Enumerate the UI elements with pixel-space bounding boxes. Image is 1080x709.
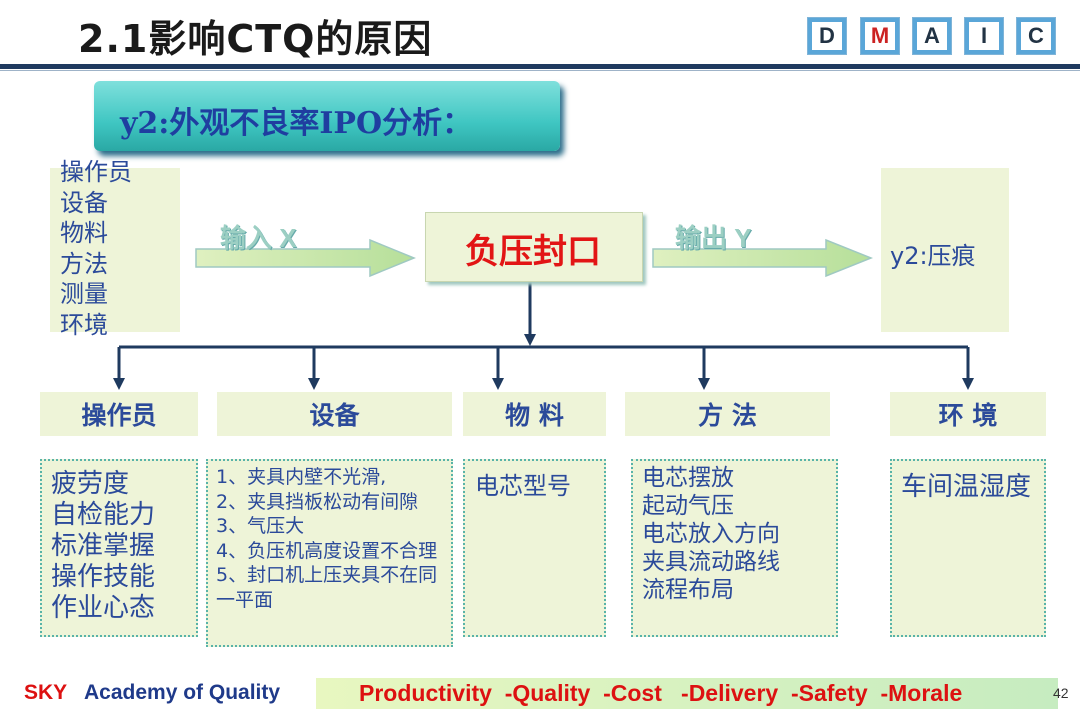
input-item: 测量 xyxy=(60,280,108,308)
detail-box-operator: 疲劳度 自检能力 标准掌握 操作技能 作业心态 xyxy=(40,459,198,637)
dmaic-c-box: C xyxy=(1016,17,1056,55)
input-item: 环境 xyxy=(60,310,108,339)
page-number: 42 xyxy=(1053,685,1069,701)
input-item: 方法 xyxy=(60,249,108,278)
output-arrow xyxy=(652,238,874,278)
detail-item: 操作技能 xyxy=(51,562,156,592)
dmaic-i-box: I xyxy=(964,17,1004,55)
detail-item: 车间温湿度 xyxy=(901,472,1032,502)
detail-item: 电芯型号 xyxy=(475,472,571,500)
category-environment: 环 境 xyxy=(890,392,1046,436)
category-material: 物 料 xyxy=(463,392,606,436)
detail-box-method: 电芯摆放 起动气压 电芯放入方向 夹具流动路线 流程布局 xyxy=(631,459,838,637)
detail-item: 5、封口机上压夹具不在同一平面 xyxy=(216,564,438,611)
detail-item: 1、夹具内壁不光滑, xyxy=(216,466,387,488)
page-title: 2.1影响CTQ的原因 xyxy=(78,17,433,61)
inputs-box xyxy=(50,168,180,332)
detail-item: 夹具流动路线 xyxy=(642,549,780,575)
detail-item: 4、负压机高度设置不合理 xyxy=(216,539,438,562)
detail-item: 电芯放入方向 xyxy=(642,521,780,547)
input-item: 物料 xyxy=(60,219,108,247)
detail-item: 电芯摆放 xyxy=(642,465,734,491)
input-item: 设备 xyxy=(60,188,108,217)
process-label: 负压封口 xyxy=(465,232,601,272)
dmaic-a-box: A xyxy=(912,17,952,55)
detail-item: 疲劳度 xyxy=(51,469,130,499)
input-arrow xyxy=(195,238,416,278)
dmaic-m-box: M xyxy=(860,17,900,55)
detail-box-equipment: 1、夹具内壁不光滑, 2、夹具挡板松动有间隙 3、气压大 4、负压机高度设置不合… xyxy=(206,459,453,647)
process-box xyxy=(425,212,643,282)
input-arrow-label: 输入 X xyxy=(220,223,297,253)
dmaic-d-box: D xyxy=(807,17,847,55)
output-arrow-label: 输出 Y xyxy=(675,223,752,253)
category-operator: 操作员 xyxy=(40,392,198,436)
detail-item: 标准掌握 xyxy=(51,531,156,561)
detail-box-material: 电芯型号 xyxy=(463,459,606,637)
category-equipment: 设备 xyxy=(217,392,452,436)
output-label: y2:压痕 xyxy=(890,242,976,270)
output-box xyxy=(881,168,1009,332)
footer-slogan: Productivity -Quality -Cost -Delivery -S… xyxy=(359,680,963,706)
inputs-list: 操作员 设备 物料 方法 测量 环境 xyxy=(60,157,132,340)
analysis-banner xyxy=(94,81,560,151)
header-rule-thin xyxy=(0,70,1080,71)
detail-item: 流程布局 xyxy=(642,577,734,603)
footer-academy: Academy of Quality xyxy=(84,681,281,704)
detail-item: 起动气压 xyxy=(642,493,734,519)
detail-item: 2、夹具挡板松动有间隙 xyxy=(216,490,419,513)
detail-box-environment: 车间温湿度 xyxy=(890,459,1046,637)
category-method: 方 法 xyxy=(625,392,830,436)
input-item: 操作员 xyxy=(60,158,132,186)
footer-slogan-bar xyxy=(316,678,1058,709)
banner-text: y2:外观不良率IPO分析： xyxy=(120,106,473,141)
detail-item: 自检能力 xyxy=(51,500,156,530)
detail-item: 3、气压大 xyxy=(216,515,305,537)
footer-brand: SKY xyxy=(24,681,68,704)
header-rule xyxy=(0,64,1080,69)
detail-item: 作业心态 xyxy=(51,593,156,623)
